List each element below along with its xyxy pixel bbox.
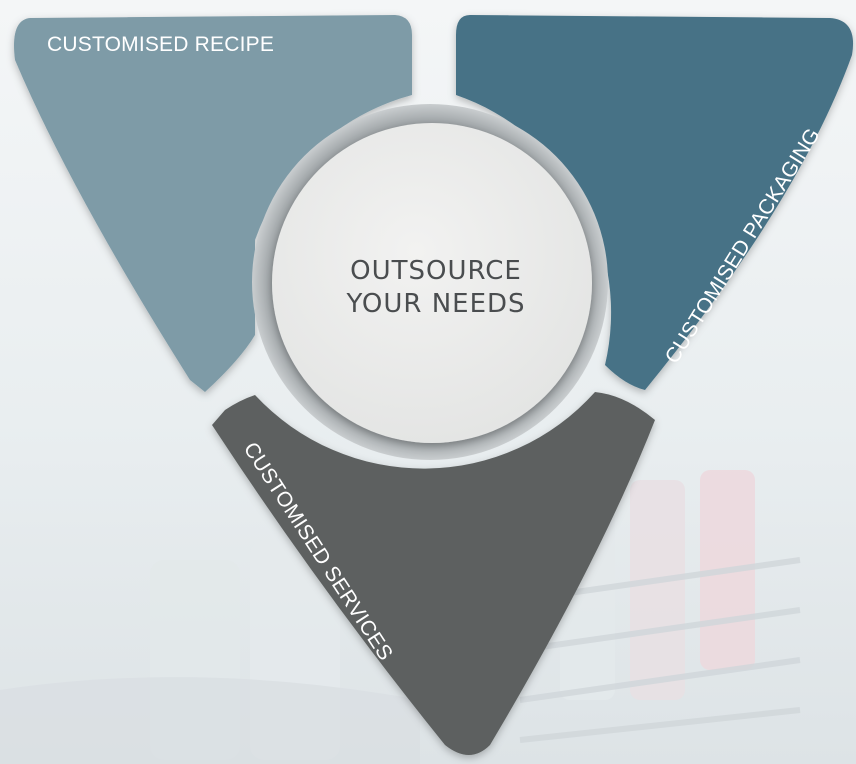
label-customised-recipe: CUSTOMISED RECIPE [47, 33, 274, 56]
segment-customised-packaging [456, 15, 854, 390]
center-title-line1: OUTSOURCE [350, 256, 522, 286]
center-title-line2: YOUR NEEDS [345, 289, 525, 319]
segment-customised-services [212, 392, 655, 755]
segment-customised-recipe [14, 15, 412, 392]
center-disc [272, 123, 592, 443]
